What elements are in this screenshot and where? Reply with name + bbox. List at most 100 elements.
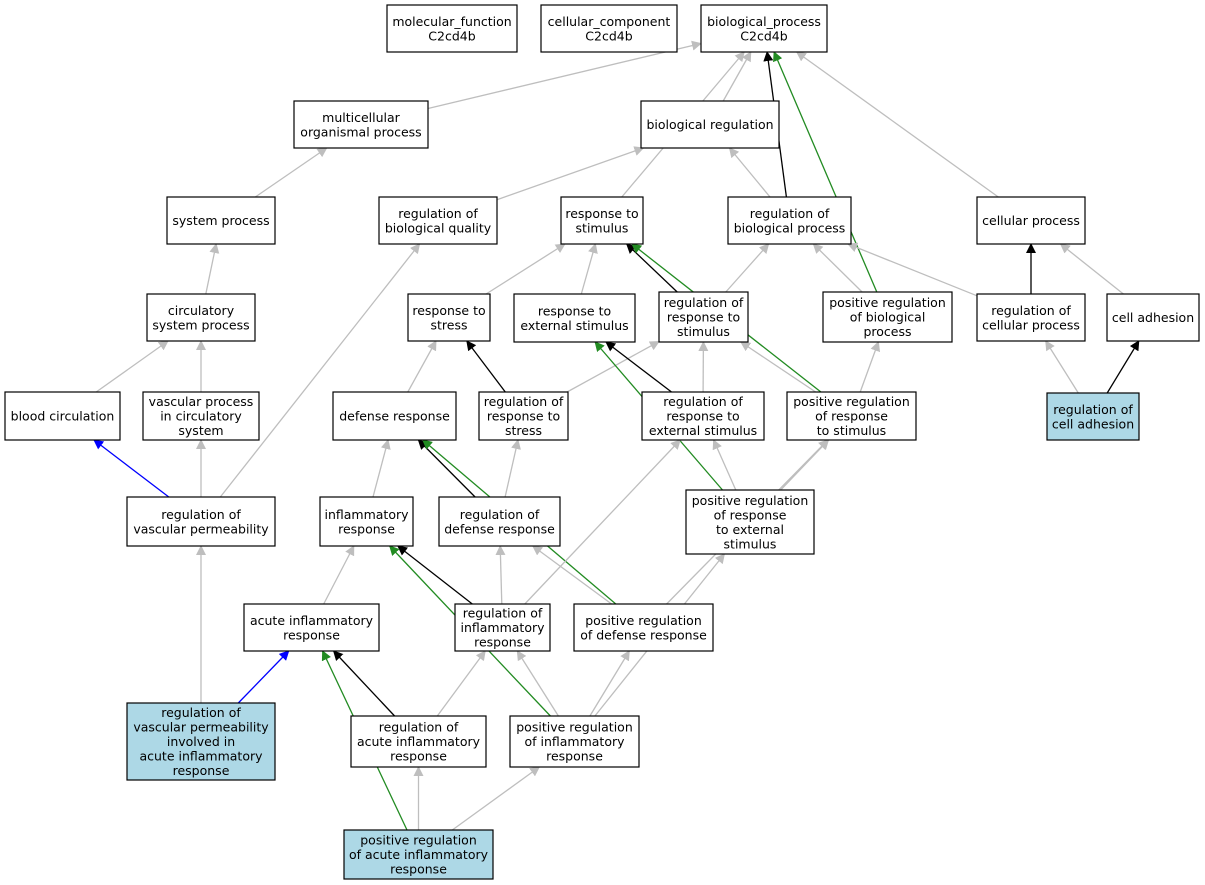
edge-regrtes-regulates-rtes — [605, 341, 672, 393]
edge-prrtes-is_a-regrtes — [712, 439, 737, 491]
node-label-line: organismal process — [300, 124, 421, 139]
edge-regrts-regulates-rts — [625, 243, 678, 293]
node-box — [319, 496, 414, 547]
edge-inflresp-is_a-defresp — [372, 439, 391, 498]
node-label-line: biological process — [734, 220, 846, 235]
node-breg[interactable]: biological regulation — [640, 100, 780, 149]
node-label-line: response — [173, 763, 230, 778]
node-sysproc[interactable]: system process — [166, 196, 276, 245]
edge-prdefresp-is_a-regdefresp — [531, 545, 612, 605]
node-label-line: response — [283, 627, 340, 642]
edge-line — [589, 650, 630, 717]
node-box — [332, 391, 457, 441]
node-box — [727, 196, 852, 245]
edge-prrts-is_a-regrts — [740, 341, 816, 393]
edge-line — [740, 341, 816, 393]
node-bloodcirc[interactable]: blood circulation — [4, 391, 121, 441]
node-label-line: cellular_component — [548, 14, 671, 29]
node-label-line: response — [546, 749, 603, 764]
node-label-line: positive regulation — [360, 833, 477, 848]
node-label-line: of defense response — [580, 627, 707, 642]
edge-breg-is_a-bp — [722, 51, 752, 102]
node-label-line: stimulus — [724, 536, 777, 551]
edge-prrts-is_a-prbp — [859, 341, 881, 393]
edge-line — [495, 545, 506, 605]
node-box — [454, 603, 551, 652]
edge-pracuteinfl-is_a-prinfl — [451, 766, 541, 831]
node-label-line: system — [178, 423, 223, 438]
node-label-line: system process — [152, 317, 249, 332]
edge-defresp-is_a-rtstress — [407, 340, 437, 393]
node-label-line: response to — [667, 310, 740, 325]
edge-cellproc-is_a-bp — [795, 51, 999, 198]
node-label-line: inflammatory — [324, 507, 409, 522]
node-label-line: circulatory — [168, 303, 235, 318]
node-label-line: process — [863, 324, 911, 339]
node-box — [976, 196, 1086, 245]
node-label-line: positive regulation — [585, 613, 702, 628]
node-celladh[interactable]: cell adhesion — [1106, 293, 1200, 342]
node-defresp[interactable]: defense response — [332, 391, 457, 441]
node-label-line: in circulatory — [160, 409, 242, 424]
node-box — [386, 4, 518, 53]
node-box — [573, 603, 714, 652]
edge-line — [847, 242, 978, 297]
edge-line — [95, 340, 169, 393]
node-box — [438, 496, 561, 547]
edge-layer — [93, 40, 1140, 831]
node-label-line: response — [390, 862, 447, 877]
node-cellproc[interactable]: cellular process — [976, 196, 1086, 245]
node-label-line: cell adhesion — [1112, 310, 1194, 325]
node-box — [700, 4, 828, 53]
edge-prinfl-is_a-prdefresp — [589, 650, 630, 717]
node-label-line: stimulus — [677, 324, 730, 339]
node-box — [1046, 392, 1140, 441]
edge-regdefresp-is_a-regrtstress — [504, 439, 521, 498]
node-box — [560, 196, 644, 245]
edge-line — [372, 439, 391, 498]
node-box — [1106, 293, 1200, 342]
node-label-line: to stimulus — [817, 423, 886, 438]
node-label-line: regulation of — [161, 705, 241, 720]
node-box — [478, 391, 569, 441]
node-box — [640, 100, 780, 149]
edge-regvpacute-part_of-acuteinfl — [237, 650, 290, 704]
node-label-line: acute inflammatory — [250, 613, 374, 628]
node-label-line: response — [474, 635, 531, 650]
node-label-line: vascular permeability — [133, 720, 269, 735]
node-label-line: of acute inflammatory — [349, 847, 489, 862]
node-label-line: C2cd4b — [428, 28, 475, 43]
edge-line — [93, 439, 170, 498]
node-box — [293, 100, 429, 149]
